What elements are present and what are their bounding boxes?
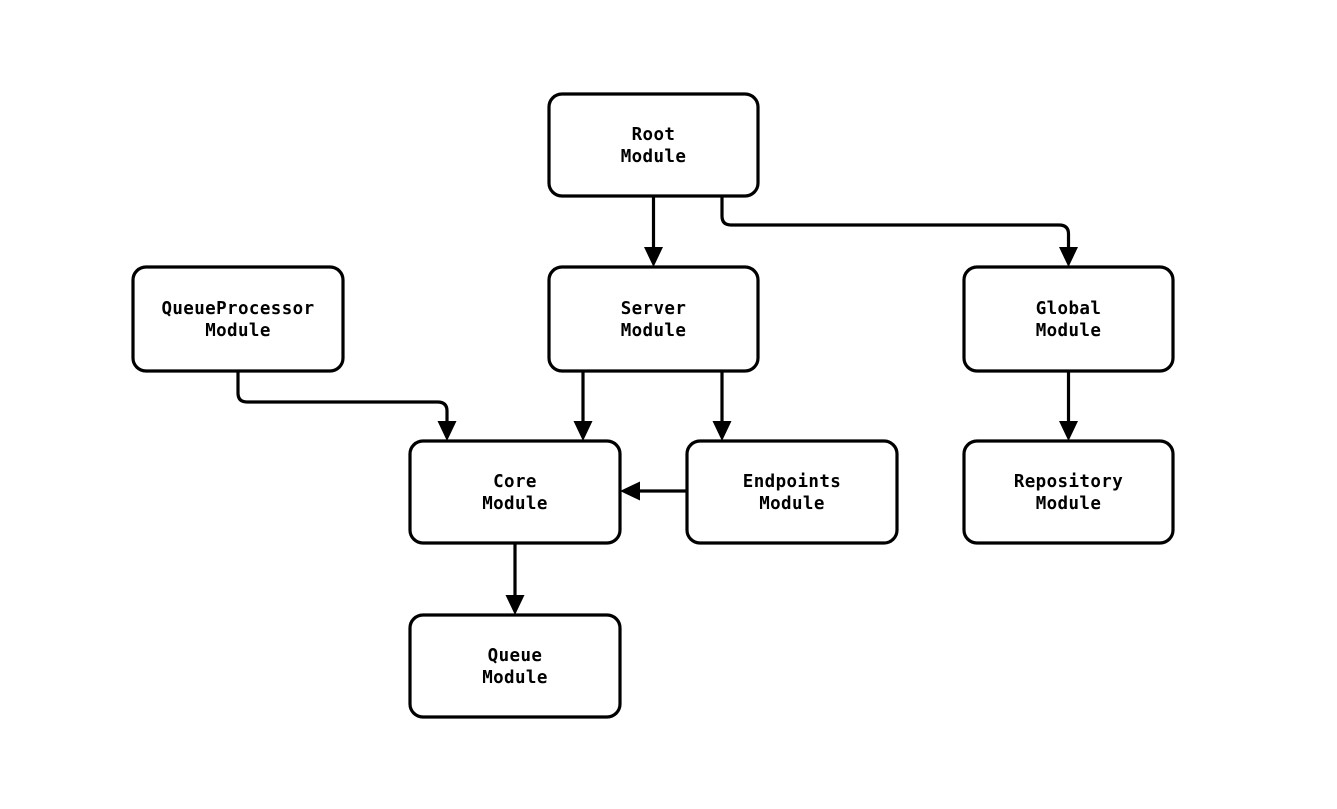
arrowhead-icon xyxy=(1059,247,1078,267)
node-label-line1: Global xyxy=(1036,299,1102,319)
node-label-line1: Endpoints xyxy=(743,472,841,492)
edge-core-to-queue xyxy=(505,543,525,615)
node-label-line1: Server xyxy=(621,299,687,319)
node-box[interactable] xyxy=(962,265,1175,373)
node-box[interactable] xyxy=(547,265,760,373)
node-label-line2: Module xyxy=(1036,321,1102,341)
arrowhead-icon xyxy=(1059,421,1078,441)
arrowhead-icon xyxy=(620,481,640,501)
edges-layer xyxy=(236,196,1078,615)
node-label-line2: Module xyxy=(621,321,687,341)
node-label-line1: Queue xyxy=(488,646,543,666)
node-label-line2: Module xyxy=(1036,494,1102,514)
arrowhead-icon xyxy=(505,595,525,615)
node-label-line1: Repository xyxy=(1014,472,1123,492)
edge-root-to-global xyxy=(720,196,1078,267)
node-box[interactable] xyxy=(131,265,345,373)
node-label-line2: Module xyxy=(482,668,548,688)
node-box[interactable] xyxy=(547,92,760,198)
arrowhead-icon xyxy=(644,247,663,267)
edge-queueprocessor-to-core xyxy=(236,371,457,441)
node-label-line2: Module xyxy=(621,147,687,167)
edge-server-to-core xyxy=(573,371,593,441)
node-label-line2: Module xyxy=(205,321,271,341)
node-box[interactable] xyxy=(962,439,1175,545)
edge-root-to-server xyxy=(644,196,663,267)
arrowhead-icon xyxy=(712,421,732,441)
node-label-line1: Root xyxy=(632,125,676,145)
node-label-line2: Module xyxy=(759,494,825,514)
edge-line xyxy=(236,371,449,428)
arrowhead-icon xyxy=(573,421,593,441)
node-label-line1: QueueProcessor xyxy=(161,299,314,319)
node-box[interactable] xyxy=(685,439,899,545)
node-label-line1: Core xyxy=(493,472,537,492)
edge-line xyxy=(720,196,1071,254)
edge-server-to-endpoints xyxy=(712,371,732,441)
arrowhead-icon xyxy=(437,421,457,441)
node-box[interactable] xyxy=(408,613,622,719)
edge-global-to-repository xyxy=(1059,371,1078,441)
node-label-line2: Module xyxy=(482,494,548,514)
node-box[interactable] xyxy=(408,439,622,545)
edge-endpoints-to-core xyxy=(620,481,687,501)
